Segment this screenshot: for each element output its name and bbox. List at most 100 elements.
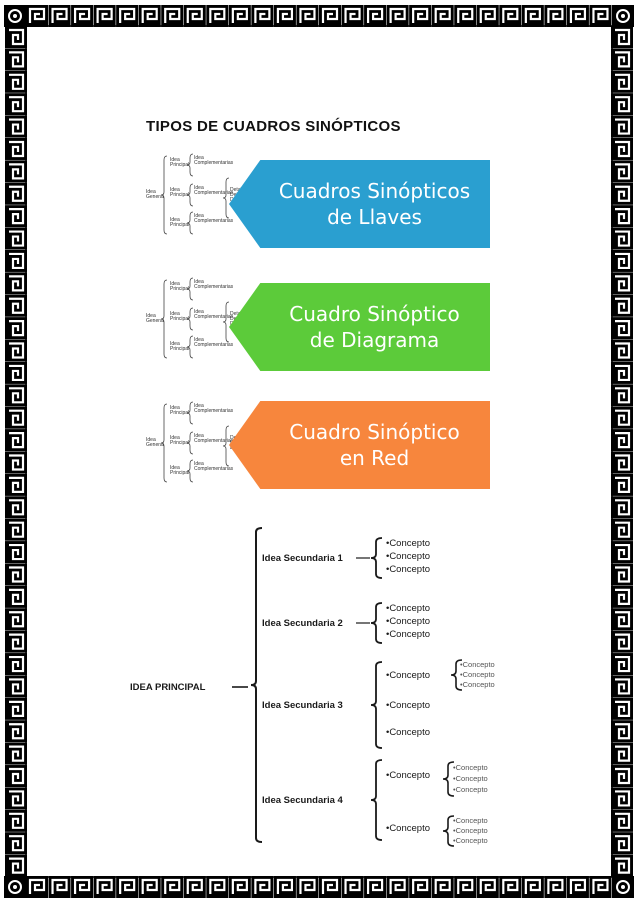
greek-key-tile (5, 563, 27, 586)
greek-key-tile (454, 876, 477, 898)
greek-key-tile (273, 5, 296, 27)
mini-complementarias-label: Idea Complementarias (194, 155, 234, 166)
mini-brace (222, 301, 230, 343)
greek-key-tile (5, 585, 27, 608)
greek-key-tile (611, 137, 633, 160)
synoptic-diagram: IDEA PRINCIPAL Idea Secundaria 1 Idea Secu… (130, 527, 495, 847)
greek-key-tile (499, 876, 522, 898)
mini-principal-label: Idea Principal (170, 435, 190, 446)
mini-principal-label: Idea Principal (170, 341, 190, 352)
diagram-concept: •Concepto (386, 670, 430, 681)
greek-key-tile (611, 93, 633, 116)
greek-key-tile (26, 876, 48, 898)
greek-key-tile (589, 5, 612, 27)
greek-key-tile (5, 765, 27, 788)
greek-key-tile (48, 876, 71, 898)
diagram-subconcept: •Concepto (453, 836, 488, 845)
diagram-subconcept: •Concepto (453, 763, 488, 772)
greek-key-tile (5, 182, 27, 205)
greek-key-tile (611, 563, 633, 586)
greek-key-tile (386, 876, 409, 898)
greek-key-tile (5, 115, 27, 138)
diagram-brace (370, 602, 383, 644)
card-diagrama-line1: Cuadro Sinóptico (289, 302, 460, 326)
greek-key-tile (5, 496, 27, 519)
mini-complementarias-label: Idea Complementarias (194, 461, 234, 472)
mini-brace (186, 307, 194, 331)
mini-complementarias-label: Idea Complementarias (194, 433, 234, 444)
greek-key-tile (5, 93, 27, 116)
card-diagrama-line2: de Diagrama (309, 328, 440, 352)
mini-principal-label: Idea Principal (170, 465, 190, 476)
diagram-brace (442, 815, 455, 847)
card-red-line2: en Red (339, 446, 410, 470)
greek-key-tile (611, 541, 633, 564)
greek-key-tile (5, 518, 27, 541)
greek-key-tile (5, 317, 27, 340)
diagram-brace (450, 659, 463, 691)
mini-principal-label: Idea Principal (170, 281, 190, 292)
greek-key-tile (5, 653, 27, 676)
mini-complementarias-label: Idea Complementarias (194, 309, 234, 320)
greek-key-tile (611, 742, 633, 765)
greek-key-tile (273, 876, 296, 898)
greek-key-corner (4, 876, 26, 898)
greek-key-tile (93, 876, 116, 898)
greek-key-tile (5, 160, 27, 183)
greek-key-tile (228, 876, 251, 898)
greek-key-tile (589, 876, 612, 898)
greek-key-tile (5, 787, 27, 810)
greek-key-tile (611, 384, 633, 407)
greek-key-tile (611, 518, 633, 541)
greek-key-tile (296, 5, 319, 27)
mini-brace (160, 155, 168, 235)
greek-key-tile (611, 697, 633, 720)
greek-key-tile (521, 5, 544, 27)
greek-key-tile (611, 406, 633, 429)
mini-principal-label: Idea Principal (170, 311, 190, 322)
greek-key-tile (611, 272, 633, 295)
mini-brace (160, 279, 168, 359)
greek-key-tile (611, 473, 633, 496)
greek-key-tile (138, 5, 161, 27)
greek-key-tile (138, 876, 161, 898)
greek-key-tile (566, 5, 589, 27)
greek-key-tile (5, 384, 27, 407)
mini-brace (186, 277, 194, 301)
diagram-root-label: IDEA PRINCIPAL (130, 682, 206, 693)
greek-key-tile (5, 541, 27, 564)
diagram-concept: •Concepto (386, 616, 430, 627)
greek-key-tile (93, 5, 116, 27)
mini-complementarias-label: Idea Complementarias (194, 185, 234, 196)
diagram-branch-label: Idea Secundaria 4 (262, 795, 344, 806)
greek-key-tile (364, 5, 387, 27)
greek-key-tile (611, 608, 633, 631)
diagram-concept: •Concepto (386, 823, 430, 834)
diagram-branch-label: Idea Secundaria 1 (262, 553, 344, 564)
greek-key-tile (611, 809, 633, 832)
mini-brace (160, 403, 168, 483)
card-llaves-line2: de Llaves (327, 205, 422, 229)
greek-key-tile (5, 137, 27, 160)
greek-key-tile (611, 182, 633, 205)
diagram-subconcept: •Concepto (460, 660, 495, 669)
diagram-brace (370, 661, 383, 749)
diagram-brace (250, 527, 263, 843)
greek-key-tile (5, 294, 27, 317)
greek-key-tile (251, 876, 274, 898)
mini-general-label: Idea General (146, 437, 164, 448)
greek-key-tile (454, 5, 477, 27)
greek-key-tile (26, 5, 48, 27)
greek-key-tile (611, 361, 633, 384)
page-title: TIPOS DE CUADROS SINÓPTICOS (146, 118, 401, 135)
diagram-concept: •Concepto (386, 603, 430, 614)
mini-principal-label: Idea Principal (170, 405, 190, 416)
greek-key-tile (5, 26, 27, 48)
greek-key-tile (5, 675, 27, 698)
mini-brace (186, 459, 194, 483)
greek-key-tile (611, 294, 633, 317)
greek-key-tile (228, 5, 251, 27)
